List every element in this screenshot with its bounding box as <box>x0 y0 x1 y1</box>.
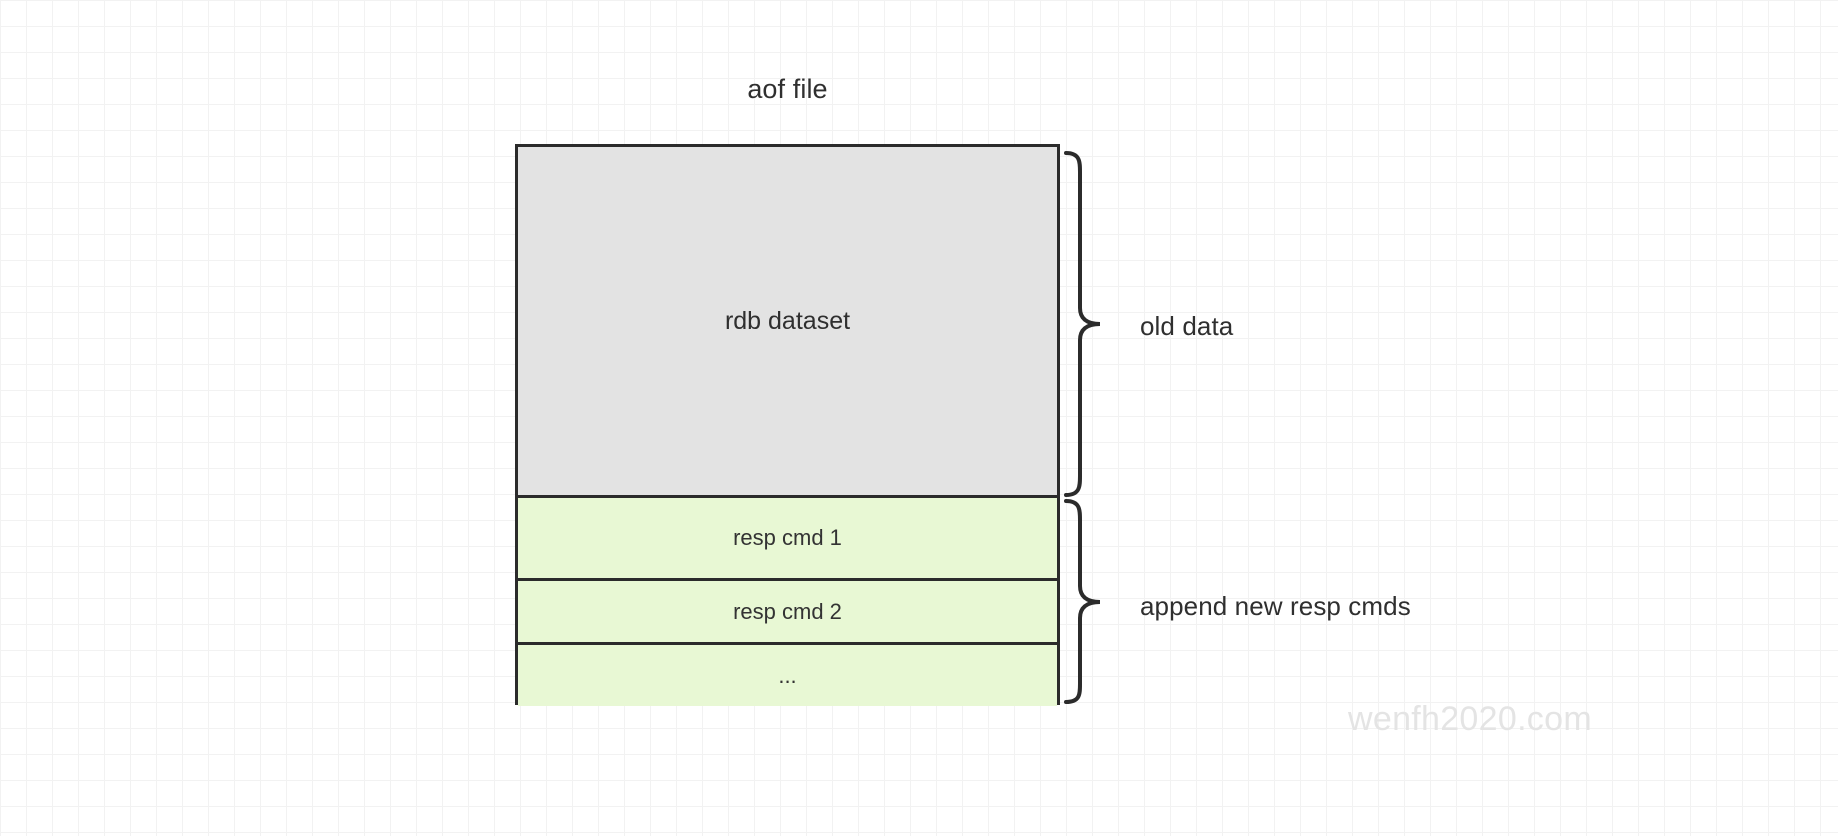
segment-resp-cmd-more-label: ... <box>778 662 797 688</box>
segment-resp-cmd-2: resp cmd 2 <box>518 578 1057 642</box>
aof-file-box: rdb dataset resp cmd 1 resp cmd 2 ... <box>515 144 1060 706</box>
segment-resp-cmd-2-label: resp cmd 2 <box>733 598 842 624</box>
annotation-append-new-resp-cmds-label: append new resp cmds <box>1140 591 1411 621</box>
brace-append-new-resp-cmds <box>1060 498 1106 705</box>
brace-append-new-resp-cmds-icon <box>1064 499 1101 704</box>
annotation-old-data-label: old data <box>1140 311 1234 341</box>
diagram-title: aof file <box>747 74 828 104</box>
segment-resp-cmd-1: resp cmd 1 <box>518 495 1057 578</box>
segment-resp-cmd-more: ... <box>518 642 1057 706</box>
segment-rdb-dataset: rdb dataset <box>518 147 1057 495</box>
segment-resp-cmd-1-label: resp cmd 1 <box>733 525 842 550</box>
brace-old-data <box>1060 150 1106 498</box>
watermark: wenfh2020.com <box>1348 700 1592 738</box>
segment-rdb-dataset-label: rdb dataset <box>724 306 851 335</box>
brace-old-data-icon <box>1064 151 1101 497</box>
